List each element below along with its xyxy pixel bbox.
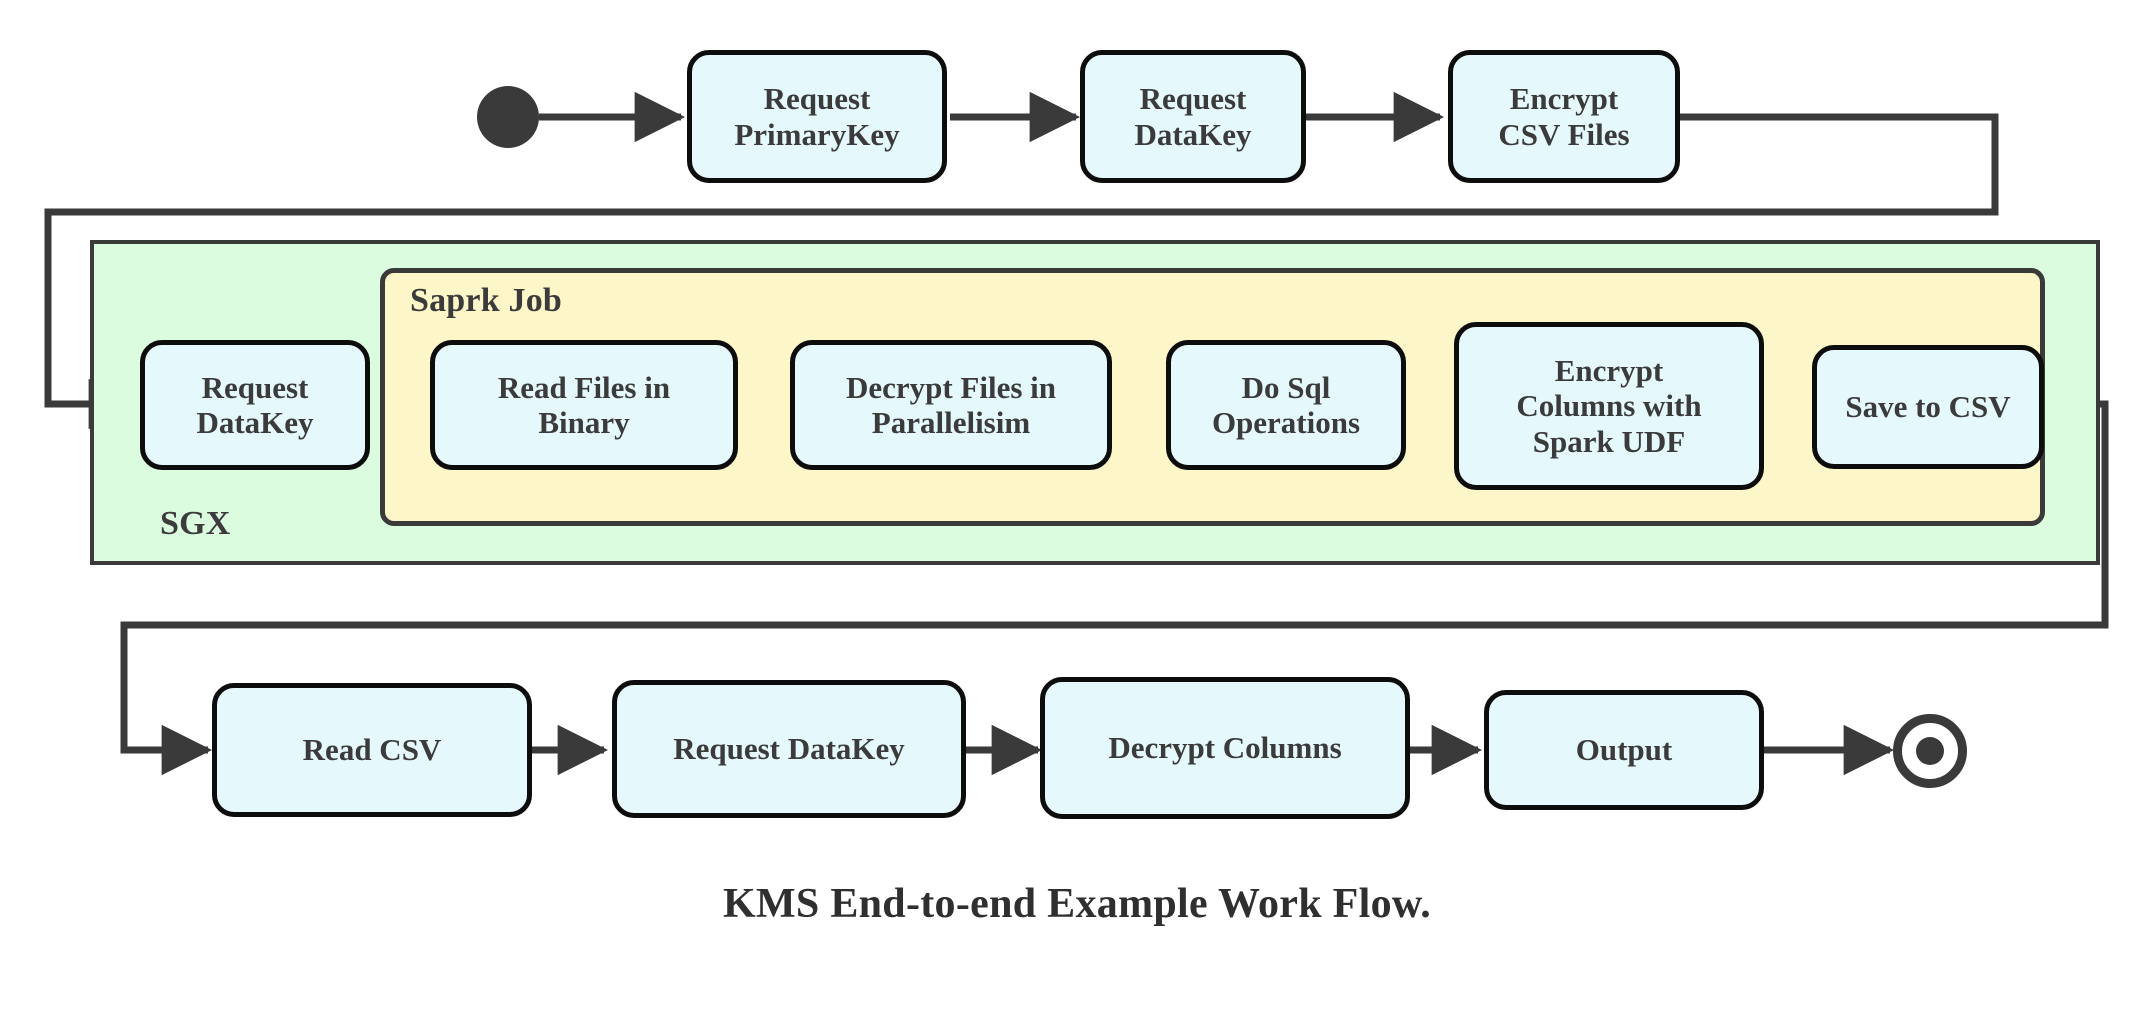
node-decrypt-files-in-parallelisim[interactable]: Decrypt Files in Parallelisim [790, 340, 1112, 470]
node-output[interactable]: Output [1484, 690, 1764, 810]
node-read-csv[interactable]: Read CSV [212, 683, 532, 817]
node-request-primarykey[interactable]: Request PrimaryKey [687, 50, 947, 183]
sgx-container-label: SGX [160, 505, 231, 542]
end-node [1893, 714, 1967, 788]
node-encrypt-csv-files[interactable]: Encrypt CSV Files [1448, 50, 1680, 183]
node-request-datakey-top[interactable]: Request DataKey [1080, 50, 1306, 183]
node-encrypt-columns-with-spark-udf[interactable]: Encrypt Columns with Spark UDF [1454, 322, 1764, 490]
node-save-to-csv[interactable]: Save to CSV [1812, 345, 2044, 469]
node-decrypt-columns[interactable]: Decrypt Columns [1040, 677, 1410, 819]
node-request-datakey-sgx[interactable]: Request DataKey [140, 340, 370, 470]
node-read-files-in-binary[interactable]: Read Files in Binary [430, 340, 738, 470]
spark-job-container-label: Saprk Job [410, 282, 563, 319]
node-do-sql-operations[interactable]: Do Sql Operations [1166, 340, 1406, 470]
node-request-datakey-bottom[interactable]: Request DataKey [612, 680, 966, 818]
diagram-caption: KMS End-to-end Example Work Flow. [722, 881, 1432, 927]
start-node [477, 86, 539, 148]
